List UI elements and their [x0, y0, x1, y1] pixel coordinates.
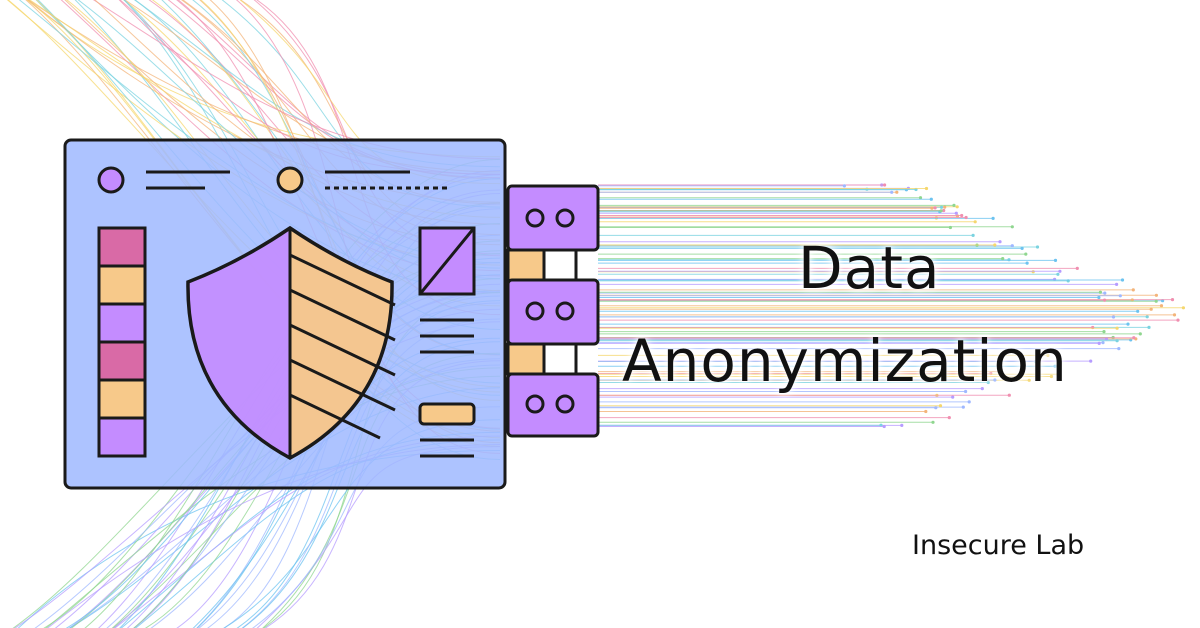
data-stream-dot — [924, 409, 928, 414]
data-stream-dot — [918, 196, 923, 200]
data-stream-dot — [1089, 359, 1093, 363]
data-stream-dot — [1115, 282, 1119, 286]
data-stream-dot — [1154, 293, 1158, 297]
data-stream-dot — [954, 211, 958, 215]
data-stream-dot — [964, 215, 968, 220]
data-stream-dot — [1136, 309, 1140, 313]
data-stream-dot — [1170, 298, 1175, 302]
data-stream-dot — [980, 387, 984, 391]
data-stream-dot — [1020, 246, 1024, 250]
data-stream-dot — [934, 406, 938, 410]
data-stream-dot — [1001, 257, 1005, 261]
data-stream-dot — [1053, 258, 1058, 262]
data-stream-dot — [1103, 298, 1107, 302]
data-stream-dot — [924, 186, 929, 191]
data-stream-dot — [1103, 291, 1107, 295]
data-stream-dot — [951, 395, 955, 399]
data-stream-dot — [960, 213, 964, 218]
data-stream-dot — [900, 423, 904, 427]
title-line-data: Data — [798, 234, 941, 302]
data-stream-dot — [929, 197, 933, 201]
data-stream-dot — [1181, 306, 1185, 310]
data-stream-dot — [1046, 353, 1050, 357]
data-stream-dot — [1132, 336, 1136, 340]
profile-dot-icon — [276, 166, 304, 194]
data-stream-dot — [1117, 347, 1121, 351]
data-stream-dot — [1049, 374, 1054, 379]
data-stream-dot — [998, 240, 1002, 244]
data-stream-dot — [1098, 290, 1102, 294]
data-stream-dot — [993, 243, 997, 247]
data-stream-dot — [882, 424, 886, 429]
data-stream-dot — [971, 233, 975, 237]
data-stream-dot — [1159, 304, 1164, 308]
data-stream-dot — [1176, 318, 1180, 322]
data-stream-dot — [1024, 252, 1028, 256]
data-stream-dot — [947, 416, 951, 420]
data-stream-dot — [1097, 341, 1101, 345]
data-stream-dot — [931, 420, 935, 424]
pill-field — [418, 402, 476, 426]
server-stack-icon — [506, 184, 600, 438]
data-stream-dot — [1126, 322, 1130, 326]
data-stream-dot — [961, 405, 965, 409]
data-stream-dot — [1058, 269, 1062, 273]
data-stream-dot — [933, 206, 937, 210]
data-stream-dot — [1007, 393, 1011, 397]
data-stream-dot — [967, 400, 971, 404]
data-stream-dot — [1138, 332, 1142, 336]
image-placeholder-icon — [418, 226, 476, 296]
data-stream-dot — [895, 190, 899, 194]
data-stream-dot — [938, 404, 943, 408]
data-stream-dot — [1075, 266, 1079, 270]
data-stream-dot — [993, 378, 997, 382]
title-line-anonymization: Anonymization — [622, 327, 1068, 395]
data-stream-dot — [973, 220, 977, 224]
data-stream-dot — [842, 184, 847, 188]
profile-dot-icon — [97, 166, 125, 194]
data-stream-dot — [1115, 326, 1119, 330]
data-stream-dot — [991, 216, 995, 220]
data-stream-dot — [1147, 325, 1151, 329]
data-stream-dot — [948, 225, 953, 230]
data-stream-dot — [930, 206, 934, 210]
shield-icon — [186, 225, 396, 460]
data-stream-dot — [1097, 295, 1101, 300]
data-stream-dot — [997, 370, 1002, 374]
data-stream-dot — [952, 203, 956, 207]
data-stream-dot — [942, 208, 946, 213]
data-stream-dot — [939, 209, 943, 213]
data-stream-dot — [1149, 307, 1153, 311]
data-stream-dot — [1056, 272, 1060, 276]
data-stream-dot — [1154, 299, 1158, 303]
data-stream-dot — [955, 205, 959, 209]
data-stream-dot — [1111, 315, 1116, 319]
data-stream-dot — [1025, 261, 1029, 265]
data-stream-dot — [1118, 294, 1122, 298]
data-stream-dot — [1145, 315, 1149, 319]
data-stream-dot — [1102, 330, 1106, 334]
data-stream-dot — [1027, 378, 1031, 382]
data-stream-dot — [1010, 244, 1014, 248]
data-stream-dot — [1101, 341, 1105, 345]
data-stream-dot — [1010, 225, 1014, 229]
data-stream-dot — [1131, 288, 1135, 292]
data-stream-dot — [964, 389, 968, 394]
brand-name: Insecure Lab — [912, 530, 1085, 561]
data-stream-dot — [943, 205, 947, 209]
data-stream-dot — [1115, 339, 1119, 343]
data-stream-dot — [1172, 313, 1177, 317]
data-stream-dot — [1035, 245, 1040, 249]
data-column-bar — [97, 226, 147, 458]
data-stream-dot — [883, 183, 887, 187]
data-stream-dot — [1053, 364, 1057, 368]
data-stream-dot — [939, 205, 944, 209]
data-stream-dot — [1056, 372, 1060, 376]
data-stream-dot — [986, 380, 990, 385]
data-stream-dot — [890, 190, 894, 194]
data-stream-dot — [1120, 278, 1125, 282]
